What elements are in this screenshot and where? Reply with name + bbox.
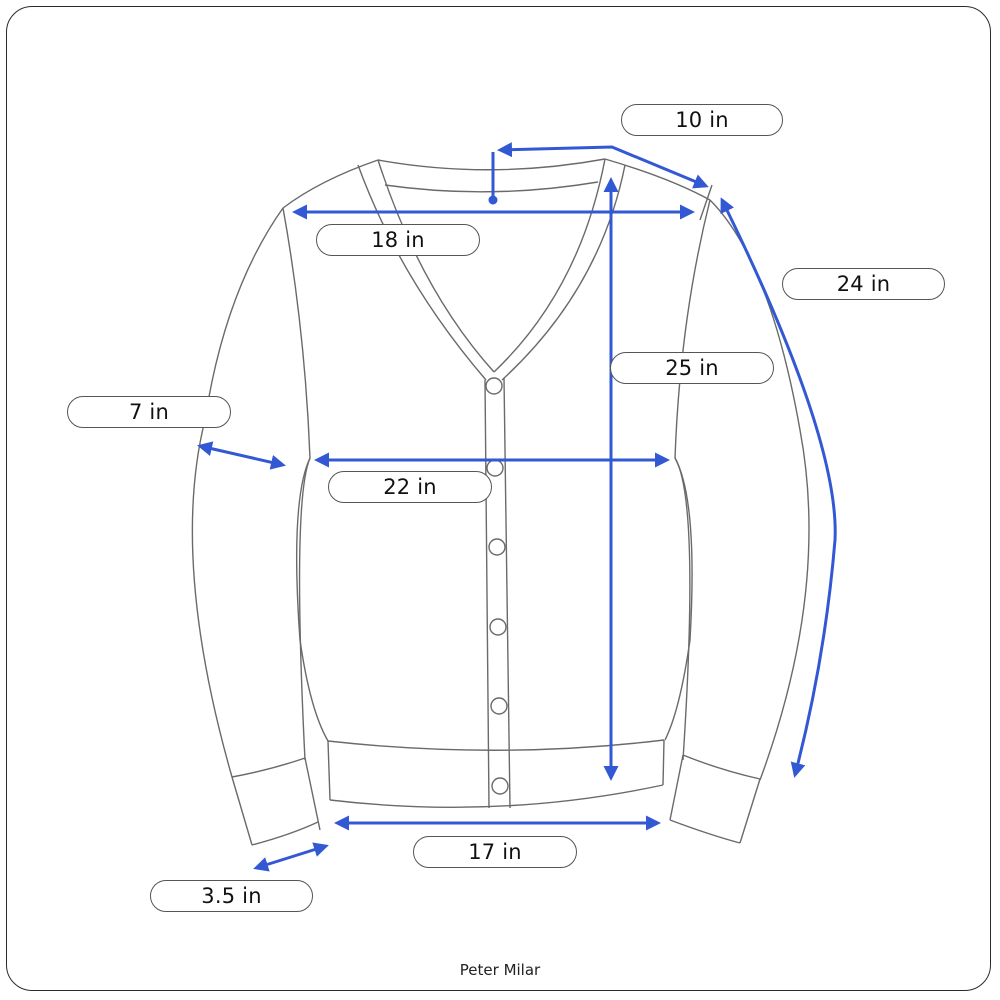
label-sleeve-length: 24 in: [782, 268, 945, 300]
measure-origin-dot: [488, 195, 498, 205]
measurement-arrows: [197, 142, 837, 872]
label-chest: 22 in: [328, 471, 492, 503]
label-bicep: 7 in: [67, 396, 231, 428]
garment-outline: [191, 158, 810, 846]
label-shoulder: 10 in: [621, 104, 783, 136]
label-chest-top: 18 in: [316, 224, 480, 256]
label-hem: 17 in: [413, 836, 577, 868]
label-cuff: 3.5 in: [150, 880, 313, 912]
brand-caption: Peter Milar: [459, 961, 541, 979]
label-body-length: 25 in: [610, 352, 774, 384]
